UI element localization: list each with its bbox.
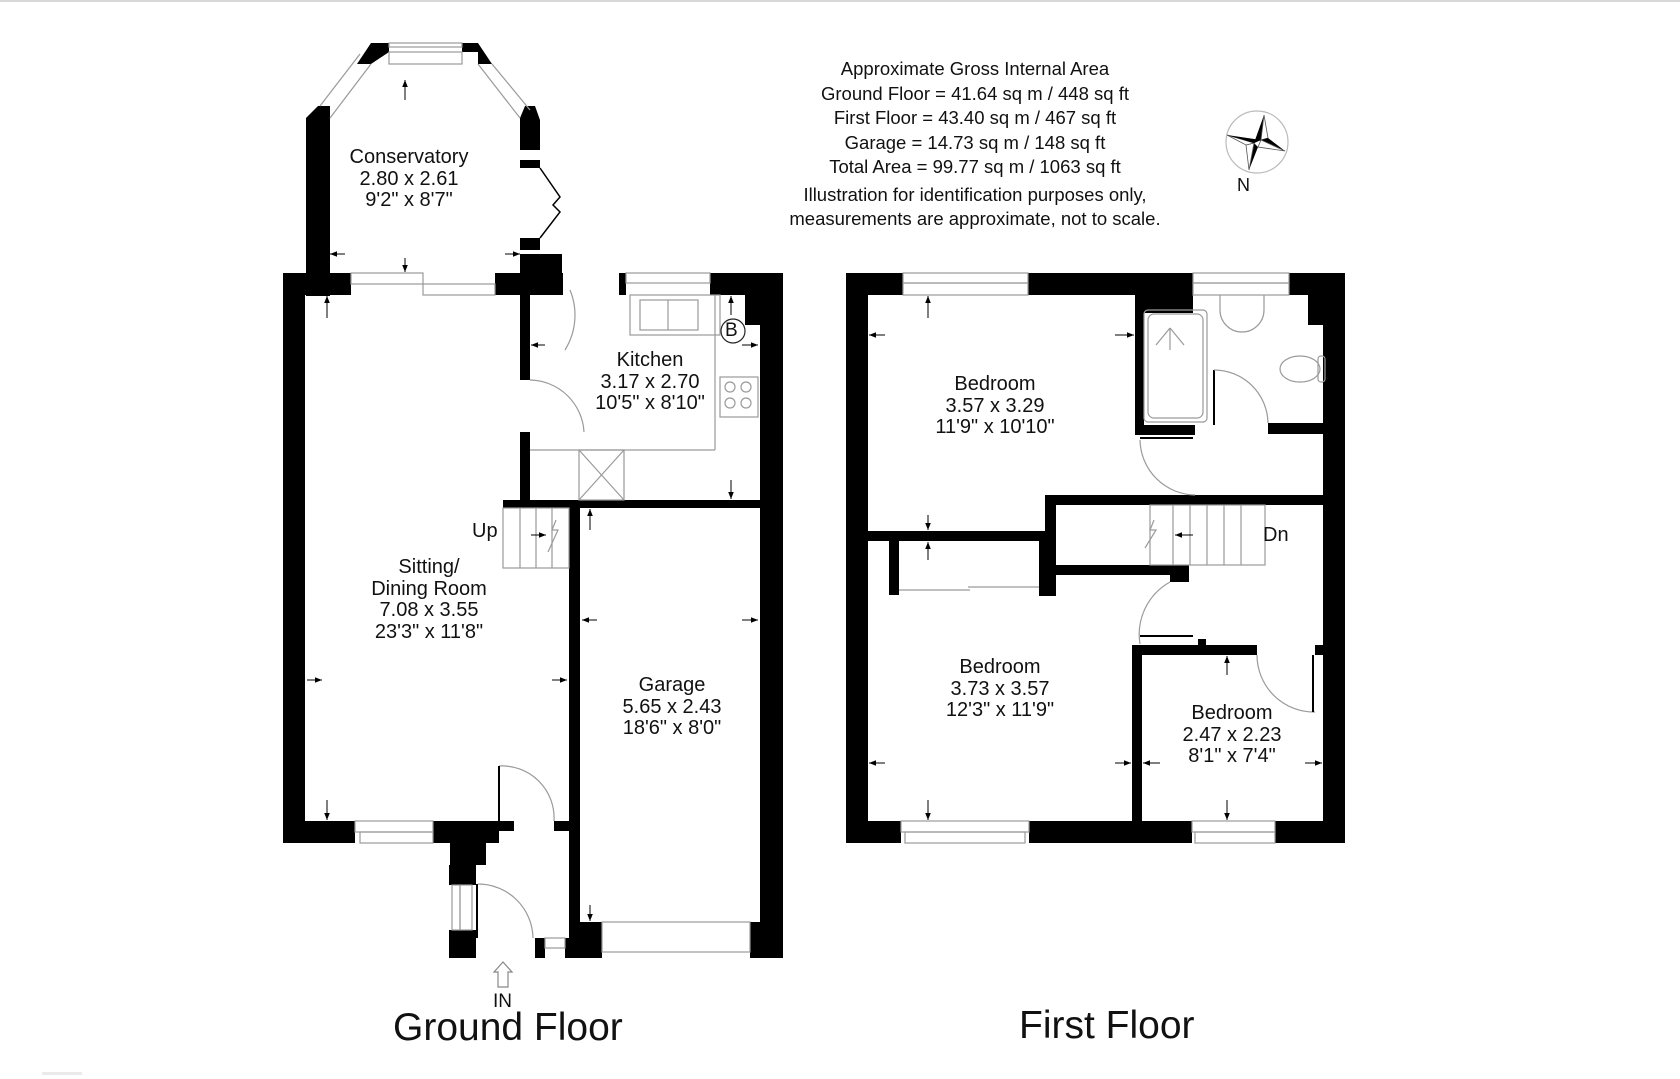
- garage-west-wall: [569, 500, 580, 958]
- area-garage: Garage = 14.73 sq m / 148 sq ft: [844, 131, 1106, 153]
- room-size-imperial: 11'9" x 10'10": [935, 416, 1055, 439]
- first-floor-dimension-arrows: [869, 296, 1322, 820]
- area-summary: Approximate Gross Internal Area Ground F…: [740, 57, 1210, 232]
- room-label-bedroom-3: Bedroom 2.47 x 2.23 8'1" x 7'4": [1162, 702, 1302, 768]
- first-floor-plan: [846, 273, 1345, 843]
- room-size-metric: 2.80 x 2.61: [359, 167, 459, 190]
- first-floor-west-wall: [846, 273, 868, 843]
- stairs-down-label: Dn: [1263, 524, 1289, 546]
- room-size-metric: 5.65 x 2.43: [622, 695, 722, 718]
- room-label-garage: Garage 5.65 x 2.43 18'6" x 8'0": [602, 674, 742, 740]
- room-size-imperial: 8'1" x 7'4": [1188, 745, 1276, 768]
- ground-floor-plan: [283, 43, 783, 958]
- room-name: Kitchen: [616, 349, 684, 371]
- sitting-room-west-wall: [283, 273, 305, 843]
- kitchen-garage-divider: [503, 500, 783, 508]
- room-name: Conservatory: [349, 146, 469, 168]
- room-label-sitting-dining-room: Sitting/ Dining Room 7.08 x 3.55 23'3" x…: [354, 556, 504, 643]
- area-total: Total Area = 99.77 sq m / 1063 sq ft: [829, 156, 1121, 177]
- room-name: Garage: [638, 674, 706, 696]
- first-floor-title: First Floor: [1019, 1004, 1195, 1047]
- ground-floor-title: Ground Floor: [393, 1006, 623, 1049]
- ground-floor-linework: [319, 42, 759, 988]
- disclaimer-line-2: measurements are approximate, not to sca…: [789, 208, 1161, 229]
- room-size-metric: 2.47 x 2.23: [1182, 723, 1282, 746]
- landing-north-wall: [1045, 495, 1323, 505]
- room-name-line2: Dining Room: [371, 577, 487, 600]
- garage-east-wall: [760, 273, 783, 953]
- room-name: Bedroom: [1191, 702, 1273, 724]
- room-size-imperial: 12'3" x 11'9": [945, 699, 1055, 722]
- room-size-imperial: 18'6" x 8'0": [622, 717, 722, 740]
- disclaimer-line-1: Illustration for identification purposes…: [803, 183, 1147, 205]
- first-floor-east-wall: [1323, 273, 1345, 843]
- room-size-imperial: 23'3" x 11'8": [374, 620, 484, 643]
- room-size-metric: 3.73 x 3.57: [950, 677, 1050, 700]
- room-size-imperial: 9'2" x 8'7": [365, 189, 453, 212]
- area-ground-floor: Ground Floor = 41.64 sq m / 448 sq ft: [821, 82, 1129, 104]
- room-label-bedroom-2: Bedroom 3.73 x 3.57 12'3" x 11'9": [925, 656, 1075, 722]
- conservatory-walls: [283, 43, 563, 296]
- faint-footer-mark: [42, 1072, 82, 1075]
- area-first-floor: First Floor = 43.40 sq m / 467 sq ft: [833, 107, 1117, 128]
- room-size-metric: 7.08 x 3.55: [379, 599, 479, 622]
- area-heading: Approximate Gross Internal Area: [840, 58, 1110, 79]
- room-size-metric: 3.57 x 3.29: [945, 394, 1045, 417]
- ground-floor-dimension-arrows: [307, 80, 758, 921]
- room-name: Bedroom: [954, 373, 1036, 395]
- kitchen-west-wall: [520, 295, 530, 380]
- top-border-line: [0, 0, 1680, 2]
- room-label-kitchen: Kitchen 3.17 x 2.70 10'5" x 8'10": [580, 349, 720, 415]
- room-size-metric: 3.17 x 2.70: [600, 370, 700, 393]
- bedroom3-west-wall: [1132, 645, 1142, 843]
- entrance-label: IN: [493, 991, 512, 1012]
- room-size-imperial: 10'5" x 8'10": [595, 392, 705, 415]
- room-label-conservatory: Conservatory 2.80 x 2.61 9'2" x 8'7": [339, 146, 479, 212]
- room-label-bedroom-1: Bedroom 3.57 x 3.29 11'9" x 10'10": [920, 373, 1070, 439]
- stairs-up-label: Up: [472, 520, 498, 542]
- compass-rose-icon: [1225, 110, 1289, 174]
- compass-north-label: N: [1237, 175, 1250, 195]
- room-name: Bedroom: [959, 656, 1041, 678]
- room-name: Sitting/: [398, 556, 460, 578]
- boiler-label: B: [725, 320, 738, 341]
